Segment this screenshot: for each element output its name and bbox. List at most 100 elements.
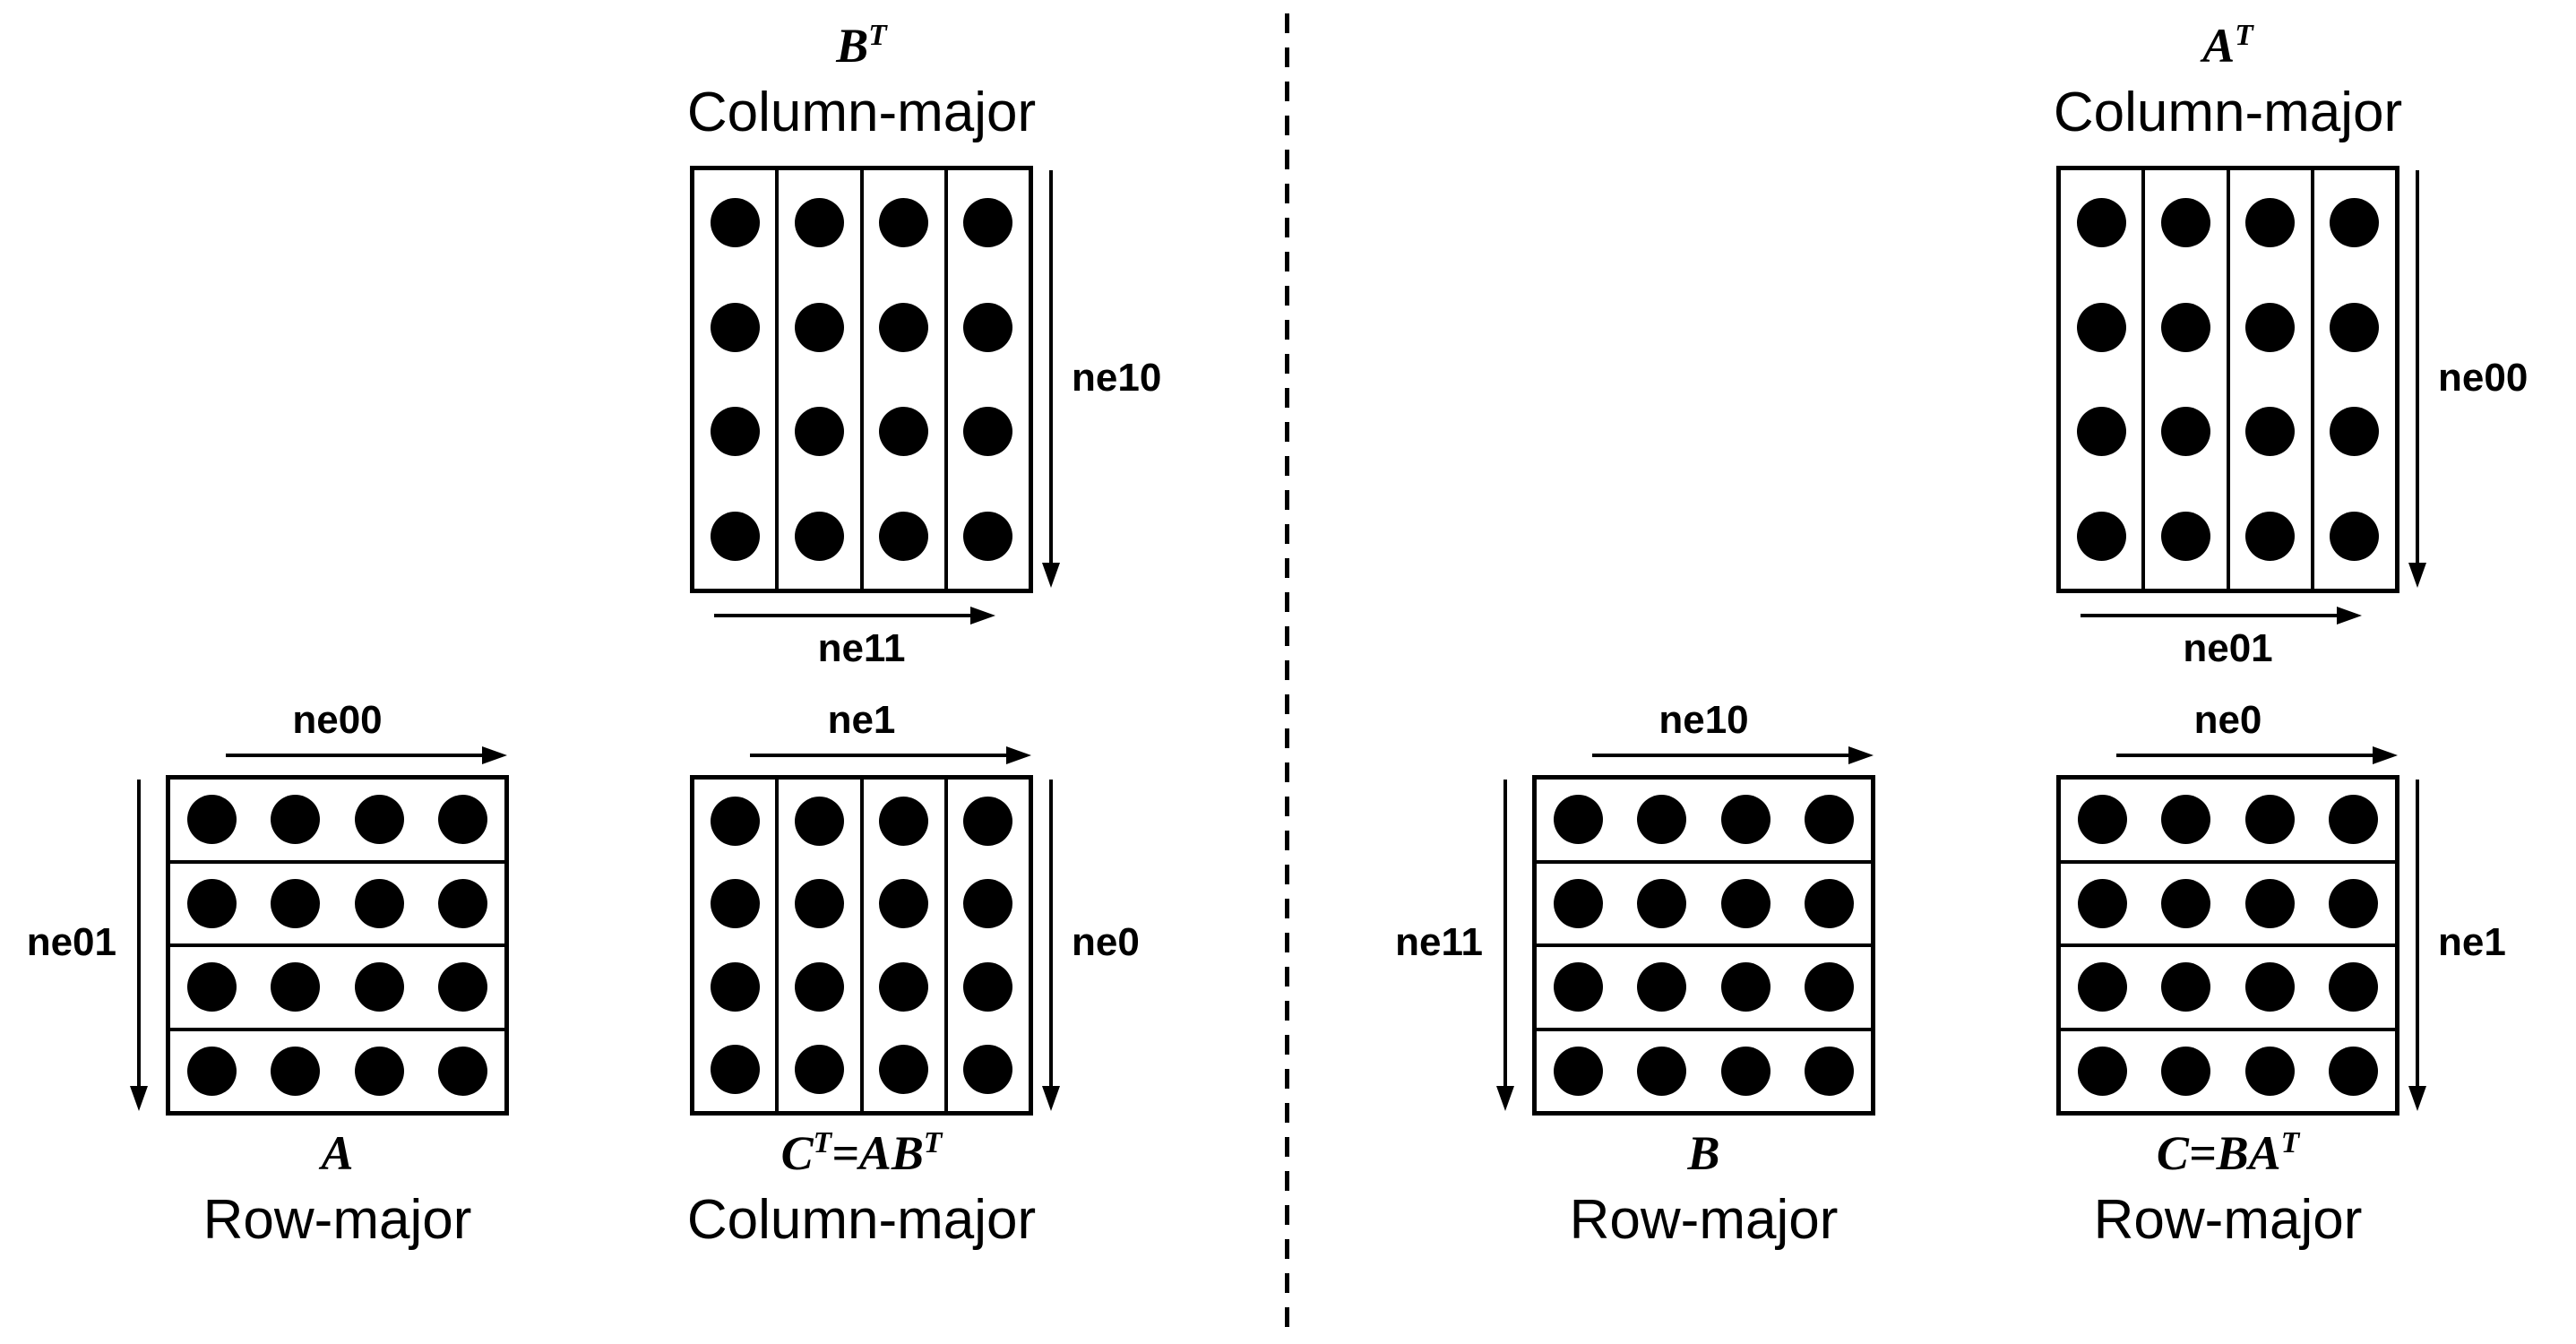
formula-text: B: [1687, 1126, 1720, 1180]
matrix-element-dot: [2160, 197, 2210, 247]
matrix-element-dot: [2076, 302, 2126, 352]
down-arrow: [2408, 780, 2426, 1111]
transpose-superscript: T: [2235, 19, 2253, 52]
matrix-element-dot: [794, 512, 844, 562]
ne01-label: ne01: [26, 920, 116, 964]
matrix-row-strip: [170, 859, 504, 944]
matrix-row-strip: [1537, 780, 1871, 860]
matrix-element-dot: [2076, 407, 2126, 457]
matrix-element-dot: [2078, 795, 2128, 845]
matrix-element-dot: [2078, 962, 2128, 1012]
matrix-column-strip: [2141, 170, 2226, 589]
down-arrow: [130, 780, 148, 1111]
matrix-column-strip: [943, 780, 1029, 1111]
formula-text: C: [780, 1126, 814, 1180]
left-bt-title: BT: [690, 19, 1033, 73]
matrix-row-strip: [1537, 943, 1871, 1028]
matrix-element-dot: [710, 512, 760, 562]
matrix-element-dot: [1720, 962, 1770, 1012]
ne01-right-label: ne01: [2183, 626, 2273, 670]
matrix-column-strip: [859, 170, 944, 589]
transpose-superscript: T: [923, 1126, 943, 1159]
matrix-element-dot: [2330, 407, 2380, 457]
matrix-element-dot: [963, 407, 1013, 457]
matrix-element-dot: [1804, 878, 1854, 928]
matrix-element-dot: [2244, 795, 2295, 845]
formula-text: =AB: [831, 1126, 924, 1180]
matrix-element-dot: [2076, 512, 2126, 562]
matrix-element-dot: [2160, 302, 2210, 352]
matrix-element-dot: [354, 1046, 404, 1096]
down-arrow: [1496, 780, 1514, 1111]
right-arrow: [1592, 746, 1874, 764]
transpose-superscript: T: [2280, 1126, 2300, 1159]
matrix-element-dot: [794, 302, 844, 352]
formula-text: C=BA: [2156, 1126, 2281, 1180]
matrix-element-dot: [963, 961, 1013, 1012]
matrix-element-dot: [963, 302, 1013, 352]
matrix-column-strip: [859, 780, 944, 1111]
matrix-element-dot: [2245, 197, 2296, 247]
matrix-element-dot: [963, 512, 1013, 562]
matrix-element-dot: [794, 961, 844, 1012]
ne11-right-label: ne11: [1395, 920, 1483, 964]
matrix-element-dot: [271, 1046, 321, 1096]
matrix-element-dot: [2244, 878, 2295, 928]
matrix-element-dot: [710, 302, 760, 352]
ne00-label: ne00: [292, 698, 383, 742]
matrix-column-strip: [694, 780, 775, 1111]
matrix-element-dot: [1554, 795, 1604, 845]
matrix-element-dot: [2078, 878, 2128, 928]
down-arrow: [1042, 780, 1060, 1111]
matrix-element-dot: [794, 197, 844, 247]
matrix-element-dot: [271, 962, 321, 1012]
matrix-element-dot: [879, 1045, 929, 1095]
matrix-element-dot: [710, 879, 760, 929]
right-b-layout-label: Row-major: [1569, 1189, 1839, 1251]
right-arrow: [750, 746, 1031, 764]
matrix-element-dot: [2161, 962, 2211, 1012]
panel-divider: [1285, 13, 1289, 1335]
matrix-element-dot: [2330, 512, 2380, 562]
matrix-element-dot: [2328, 962, 2378, 1012]
matrix-element-dot: [437, 878, 487, 928]
matrix-element-dot: [354, 795, 404, 845]
down-arrow: [2408, 170, 2426, 588]
matrix-element-dot: [794, 879, 844, 929]
matrix-element-dot: [2328, 795, 2378, 845]
matrix-row-strip: [170, 1027, 504, 1112]
ne0-label: ne0: [1072, 920, 1140, 964]
ne10-label: ne10: [1072, 356, 1162, 400]
matrix-element-dot: [2330, 302, 2380, 352]
right-arrow: [2081, 607, 2362, 625]
matrix-element-dot: [879, 961, 929, 1012]
matrix-element-dot: [437, 1046, 487, 1096]
matrix-element-dot: [1637, 878, 1687, 928]
left-bt-matrix-grid: [690, 166, 1033, 593]
matrix-element-dot: [710, 1045, 760, 1095]
right-arrow: [714, 607, 995, 625]
ne1-right-label: ne1: [2438, 920, 2506, 964]
matrix-element-dot: [2244, 962, 2295, 1012]
matrix-element-dot: [1720, 1046, 1770, 1096]
left-ct-layout-label: Column-major: [686, 1189, 1037, 1251]
matrix-element-dot: [2245, 302, 2296, 352]
matrix-element-dot: [2244, 1046, 2295, 1096]
matrix-element-dot: [2161, 878, 2211, 928]
right-at-title: AT: [2056, 19, 2399, 73]
matrix-element-dot: [2160, 512, 2210, 562]
matrix-element-dot: [1637, 795, 1687, 845]
matrix-row-strip: [2061, 780, 2395, 860]
down-arrow: [1042, 170, 1060, 588]
matrix-element-dot: [1554, 1046, 1604, 1096]
right-arrow: [226, 746, 507, 764]
matrix-element-dot: [710, 407, 760, 457]
matrix-element-dot: [963, 197, 1013, 247]
matrix-element-dot: [879, 796, 929, 846]
matrix-element-dot: [2076, 197, 2126, 247]
formula-text: A: [321, 1126, 354, 1180]
matrix-element-dot: [879, 407, 929, 457]
matrix-element-dot: [1804, 795, 1854, 845]
matrix-element-dot: [879, 197, 929, 247]
